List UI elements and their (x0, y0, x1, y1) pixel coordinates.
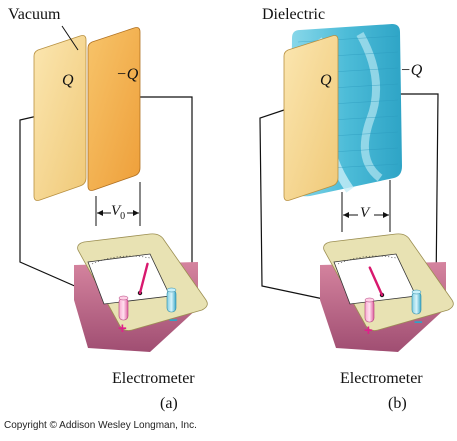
voltage-label-a: V0 (111, 203, 126, 222)
wire-left-b (259, 107, 367, 309)
terminal-negative-a (166, 289, 177, 313)
terminal-positive-a (118, 297, 129, 321)
meter-needle-a (138, 262, 149, 295)
charge-label-negative-b: −Q (400, 62, 423, 79)
caption-a: (a) (160, 395, 178, 412)
terminal-minus-label-a: − (169, 312, 178, 329)
plate-positive-b (283, 35, 339, 201)
electrometer-b (320, 233, 454, 352)
panel-a (19, 25, 208, 352)
meter-label-b: Electrometer (340, 370, 423, 387)
terminal-minus-label-b: − (414, 314, 423, 331)
meter-scale-b (337, 255, 397, 265)
copyright-notice: Copyright © Addison Wesley Longman, Inc. (4, 420, 197, 431)
voltage-label-b: V (360, 205, 370, 221)
caption-b: (b) (388, 395, 407, 412)
voltage-arrow-b (341, 180, 391, 232)
vacuum-pointer (61, 25, 79, 51)
dielectric-label: Dielectric (262, 6, 326, 23)
plate-positive-a (33, 35, 87, 201)
meter-label-a: Electrometer (112, 370, 195, 387)
voltage-subscript-a: 0 (120, 211, 126, 222)
terminal-plus-label-b: + (364, 322, 373, 339)
voltage-arrow-a (95, 182, 141, 226)
vacuum-label: Vacuum (8, 6, 61, 23)
panel-b (259, 24, 454, 352)
plate-negative-a (87, 27, 141, 191)
charge-label-positive-b: Q (320, 72, 332, 89)
charge-label-positive-a: Q (62, 72, 74, 89)
electrometer-a (74, 233, 208, 352)
meter-needle-b (368, 266, 384, 297)
terminal-plus-label-a: + (118, 320, 127, 337)
charge-label-negative-a: −Q (116, 66, 139, 83)
terminal-positive-b (364, 299, 375, 323)
meter-scale-a (91, 255, 151, 265)
terminal-negative-b (411, 291, 422, 315)
